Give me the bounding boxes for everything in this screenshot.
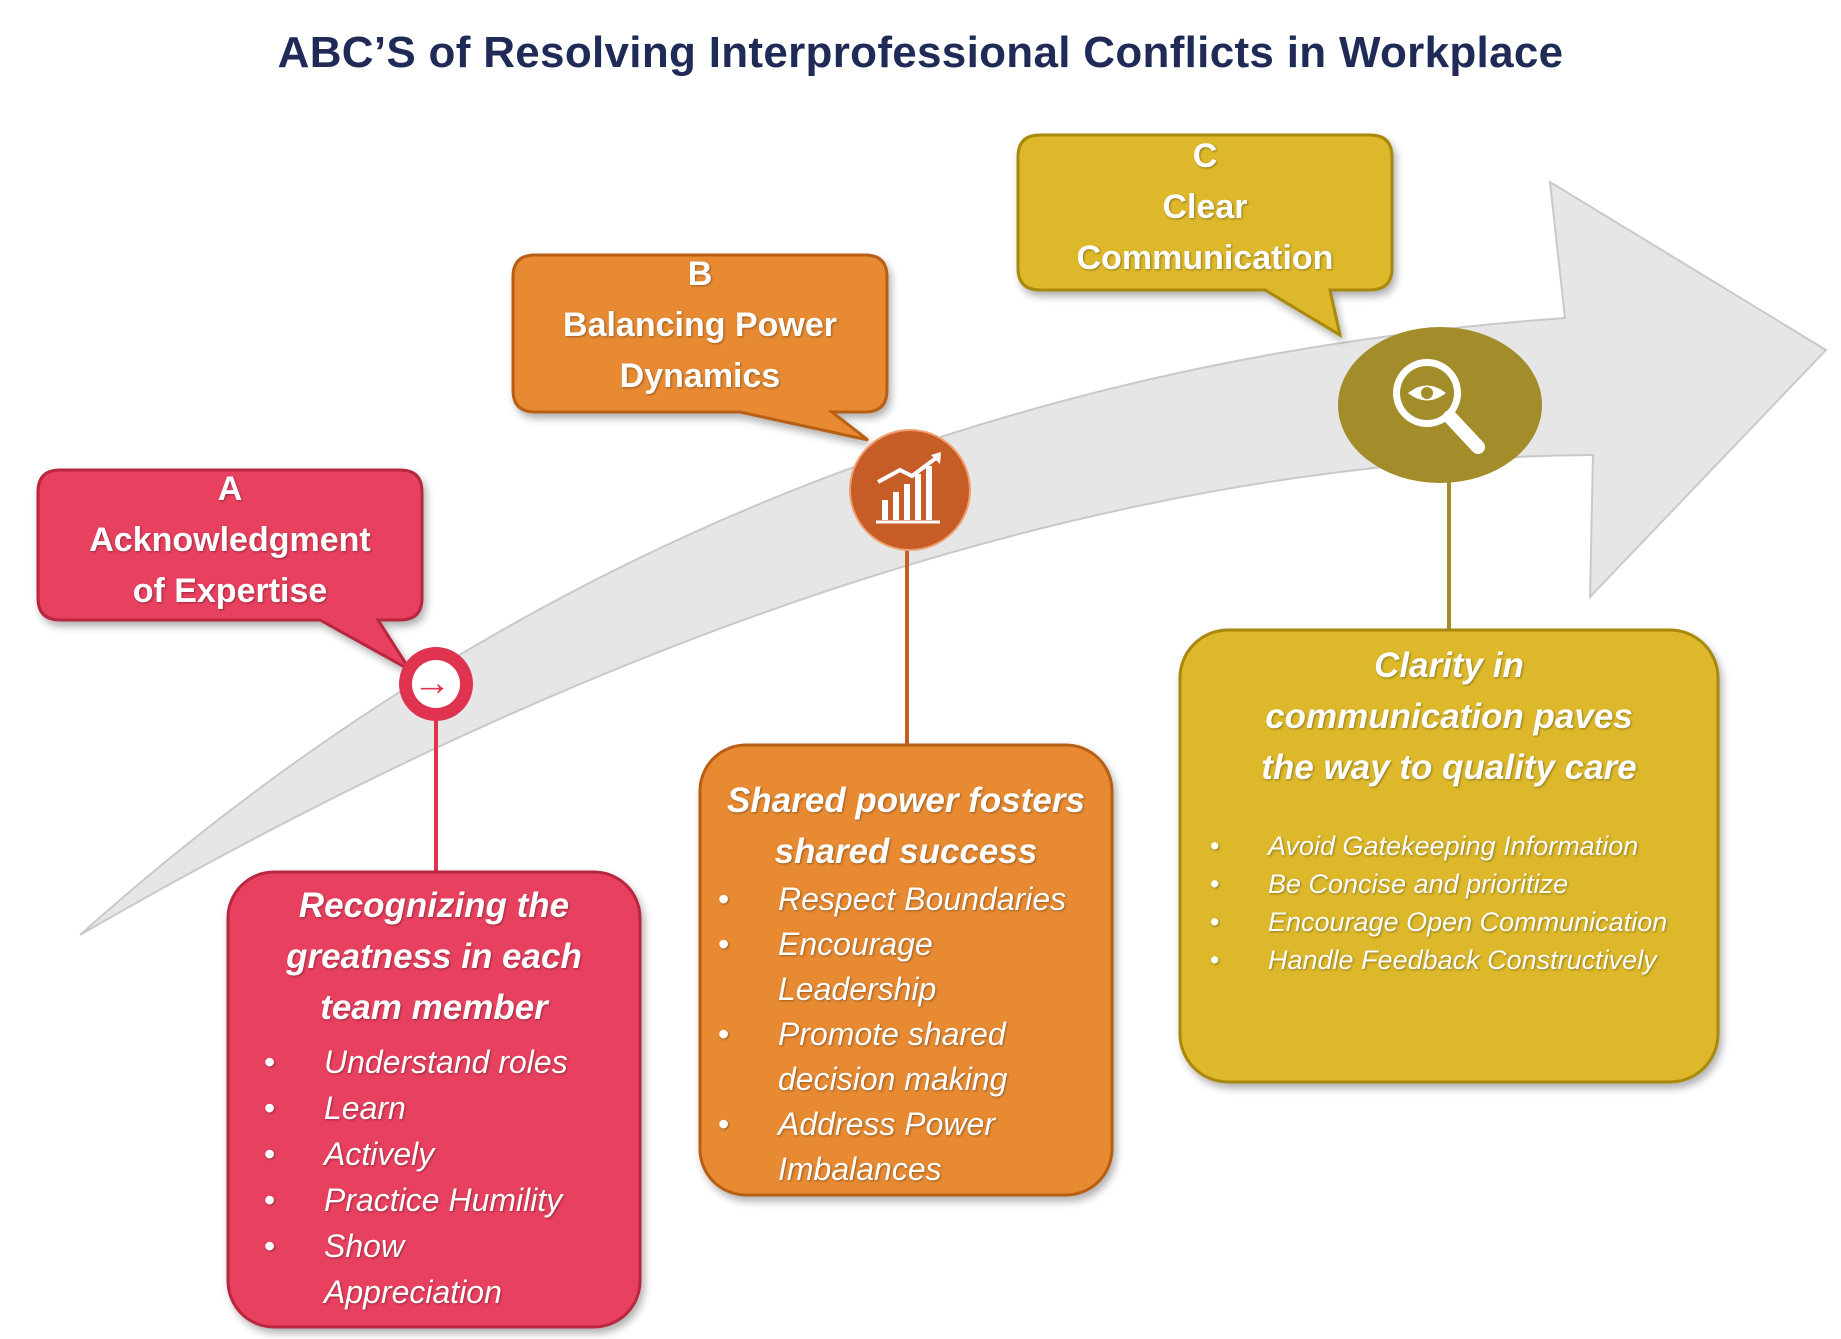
callout-c-title-line1: Clear xyxy=(1162,188,1248,226)
callout-a: A Acknowledgment of Expertise xyxy=(40,464,420,617)
callout-a-letter: A xyxy=(217,470,243,508)
page-title: ABC’S of Resolving Interprofessional Con… xyxy=(277,28,1564,77)
box-a-title-line2: greatness in each xyxy=(286,937,582,976)
list-item: Be Concise and prioritize xyxy=(1180,865,1718,903)
callout-b: B Balancing Power Dynamics xyxy=(515,249,885,402)
list-item: Learn xyxy=(228,1085,640,1131)
arrow-right-icon-circle xyxy=(399,647,473,721)
box-a-title-line3: team member xyxy=(320,988,548,1027)
callout-b-letter: B xyxy=(687,255,713,293)
callout-c: C Clear Communication xyxy=(1020,131,1390,284)
callout-a-title-line1: Acknowledgment xyxy=(89,521,371,559)
box-a-title-line1: Recognizing the xyxy=(298,886,570,925)
list-item: Show xyxy=(228,1223,640,1269)
list-item: Encourage xyxy=(700,922,1112,967)
callout-b-title-line1: Balancing Power xyxy=(563,306,837,344)
box-b-list: Respect Boundaries Encourage Leadership … xyxy=(700,877,1112,1192)
list-item: Address Power xyxy=(700,1102,1112,1147)
box-a-list: Understand roles Learn Actively Practice… xyxy=(228,1039,640,1315)
list-item: Promote shared xyxy=(700,1012,1112,1057)
list-item: Appreciation xyxy=(324,1274,502,1310)
list-item: Respect Boundaries xyxy=(700,877,1112,922)
list-item: Handle Feedback Constructively xyxy=(1180,941,1718,979)
box-b-title-line1: Shared power fosters xyxy=(727,781,1085,820)
callout-b-title-line2: Dynamics xyxy=(619,357,781,395)
list-item: Avoid Gatekeeping Information xyxy=(1180,827,1718,865)
list-item: Actively xyxy=(228,1131,640,1177)
list-item: Understand roles xyxy=(228,1039,640,1085)
box-c-title-line3: the way to quality care xyxy=(1261,748,1637,787)
callout-c-title-line2: Communication xyxy=(1076,239,1334,277)
list-item: Practice Humility xyxy=(228,1177,640,1223)
box-c-list: Avoid Gatekeeping Information Be Concise… xyxy=(1180,827,1718,979)
callout-b-shape xyxy=(511,253,889,442)
box-b-title-line2: shared success xyxy=(774,832,1038,871)
list-item: Encourage Open Communication xyxy=(1180,903,1718,941)
list-item: Leadership xyxy=(778,971,937,1007)
callout-a-shape xyxy=(36,468,424,672)
list-item: decision making xyxy=(778,1061,1008,1097)
arrow-right-icon: → xyxy=(413,662,451,704)
callout-c-letter: C xyxy=(1192,137,1218,175)
callout-c-shape xyxy=(1016,133,1394,339)
box-c-title-line1: Clarity in xyxy=(1374,646,1524,685)
list-item: Imbalances xyxy=(778,1151,942,1187)
box-c: Clarity in communication paves the way t… xyxy=(1180,640,1718,979)
box-b-shape xyxy=(698,743,1114,1197)
growth-chart-icon xyxy=(849,429,971,551)
box-b: Shared power fosters shared success Resp… xyxy=(700,775,1112,1192)
magnifier-eye-icon xyxy=(1338,327,1542,483)
box-c-title-line2: communication paves xyxy=(1265,697,1633,736)
callout-a-title-line2: of Expertise xyxy=(132,572,328,610)
box-a: Recognizing the greatness in each team m… xyxy=(228,880,640,1315)
